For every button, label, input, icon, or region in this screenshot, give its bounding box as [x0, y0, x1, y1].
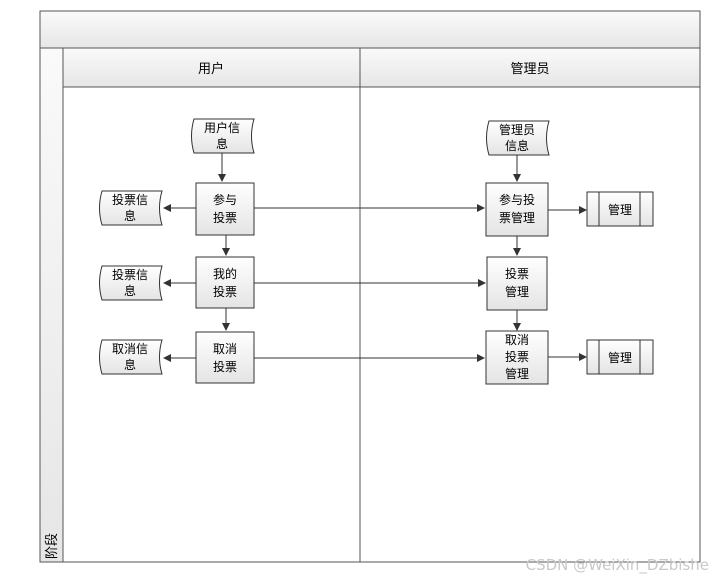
title-bar — [39, 10, 701, 49]
box-participate-vote: 参与 投票 — [195, 182, 255, 236]
watermark: CSDN @WeiXin_DZbishe — [525, 556, 709, 574]
box-vote-mgmt: 投票 管理 — [486, 256, 548, 311]
box-cancel-vote-mgmt-line1: 取消 — [505, 333, 529, 347]
store-manage-1-label: 管理 — [608, 202, 632, 217]
doc-cancel-info-line2: 息 — [124, 357, 136, 372]
box-cancel-vote-mgmt-line3: 管理 — [505, 366, 529, 381]
lane-header-user — [62, 47, 361, 88]
box-participate-vote-mgmt-line2: 票管理 — [499, 210, 535, 225]
doc-vote-info-2-line2: 息 — [124, 283, 136, 298]
doc-admin-info: 管理员 信息 — [486, 120, 550, 156]
doc-vote-info-1-line1: 投票信 — [112, 192, 148, 207]
doc-admin-info-line2: 信息 — [505, 138, 529, 153]
lane-title-admin: 管理员 — [510, 62, 549, 77]
store-manage-2: 管理 — [586, 339, 654, 375]
doc-cancel-info-line1: 取消信 — [112, 342, 148, 356]
box-vote-mgmt-line2: 管理 — [505, 284, 529, 299]
doc-vote-info-2-line1: 投票信 — [112, 267, 148, 282]
box-cancel-vote: 取消 投票 — [195, 331, 255, 384]
store-manage-2-label: 管理 — [608, 350, 632, 365]
doc-cancel-info: 取消信 息 — [99, 339, 163, 375]
phase-column — [39, 47, 64, 563]
store-manage-1: 管理 — [586, 191, 654, 227]
box-cancel-vote-mgmt-line2: 投票 — [505, 349, 529, 364]
doc-admin-info-line1: 管理员 — [499, 122, 535, 137]
box-cancel-vote-line2: 投票 — [213, 359, 237, 374]
lane-title-user: 用户 — [198, 61, 224, 77]
doc-user-info-line1: 用户信 — [204, 120, 240, 135]
doc-vote-info-2: 投票信 息 — [99, 265, 163, 301]
doc-vote-info-1: 投票信 息 — [99, 190, 163, 226]
box-cancel-vote-line1: 取消 — [213, 342, 237, 356]
box-participate-vote-mgmt: 参与投 票管理 — [485, 182, 549, 237]
box-my-votes-line2: 投票 — [213, 284, 237, 299]
box-participate-vote-line2: 投票 — [213, 210, 237, 225]
phase-label: 阶段 — [45, 533, 60, 559]
box-my-votes: 我的 投票 — [195, 256, 255, 309]
box-my-votes-line1: 我的 — [213, 266, 237, 281]
box-participate-vote-mgmt-line1: 参与投 — [499, 192, 535, 207]
box-vote-mgmt-line1: 投票 — [505, 266, 529, 281]
connectors — [163, 153, 587, 362]
doc-user-info: 用户信 息 — [191, 118, 255, 154]
doc-vote-info-1-line2: 息 — [124, 208, 136, 223]
box-cancel-vote-mgmt: 取消 投票 管理 — [485, 330, 549, 385]
doc-user-info-line2: 息 — [216, 136, 228, 151]
box-participate-vote-line1: 参与 — [213, 192, 237, 207]
